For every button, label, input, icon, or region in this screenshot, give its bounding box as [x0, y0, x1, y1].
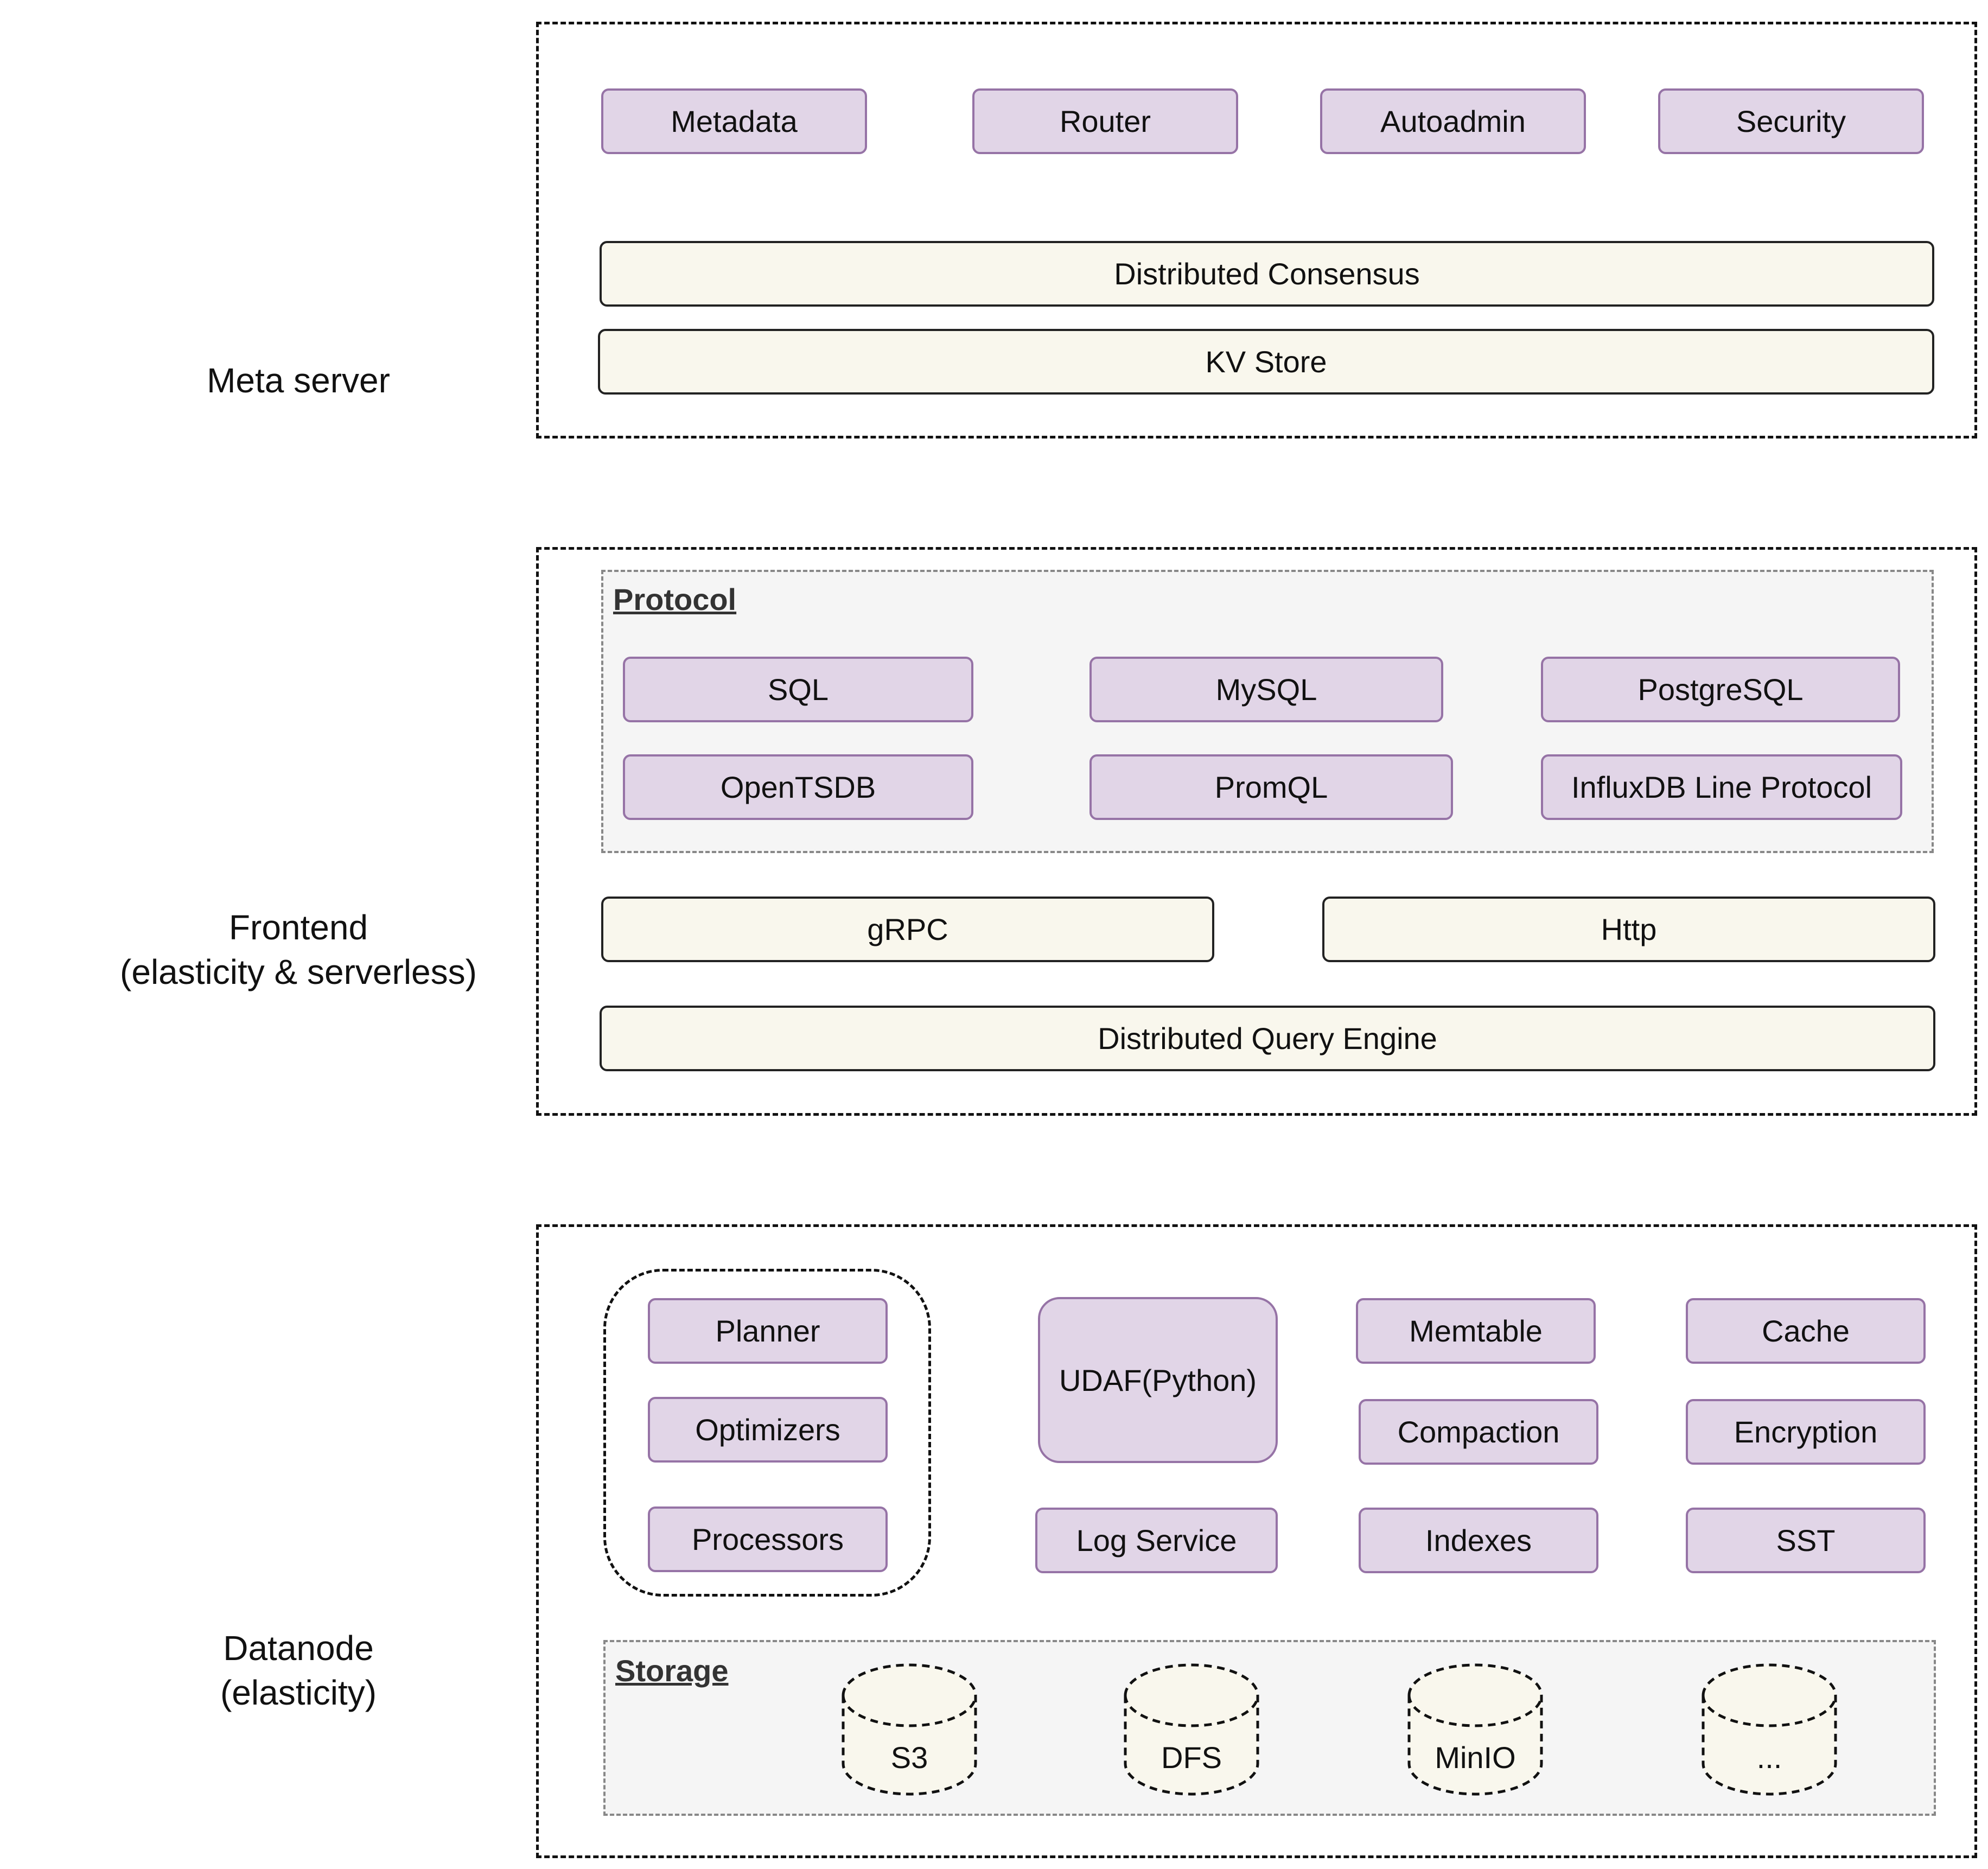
mysql-protocol: MySQL [1089, 657, 1443, 722]
meta-server-label-text: Meta server [207, 361, 390, 400]
metadata-component: Metadata [601, 88, 867, 154]
meta-server-label: Meta server [76, 358, 521, 403]
dfs-storage-label: DFS [1161, 1740, 1222, 1775]
http-layer: Http [1322, 897, 1935, 962]
autoadmin-component: Autoadmin [1320, 88, 1586, 154]
datanode-label: Datanode (elasticity) [76, 1626, 521, 1715]
memtable-component: Memtable [1356, 1298, 1596, 1364]
opentsdb-protocol: OpenTSDB [623, 754, 973, 820]
protocol-group-title: Protocol [613, 582, 737, 616]
query-execution-group [603, 1269, 931, 1597]
distributed-query-engine-layer: Distributed Query Engine [600, 1006, 1935, 1071]
optimizers-component: Optimizers [648, 1397, 888, 1463]
datanode-label-line2: (elasticity) [220, 1673, 377, 1712]
router-component: Router [972, 88, 1238, 154]
log-service-component: Log Service [1035, 1508, 1278, 1573]
grpc-layer: gRPC [601, 897, 1214, 962]
distributed-consensus-layer: Distributed Consensus [600, 241, 1934, 307]
frontend-label-line1: Frontend [228, 908, 368, 947]
s3-storage-label: S3 [890, 1740, 928, 1775]
frontend-label: Frontend (elasticity & serverless) [76, 905, 521, 994]
meta-server-layer [536, 22, 1977, 438]
sql-protocol: SQL [623, 657, 973, 722]
s3-storage-cylinder-icon [842, 1663, 977, 1796]
datanode-label-line1: Datanode [223, 1629, 374, 1668]
frontend-layer [536, 547, 1977, 1116]
compaction-component: Compaction [1359, 1399, 1598, 1465]
promql-protocol: PromQL [1089, 754, 1453, 820]
other-storage-label: ... [1756, 1740, 1782, 1775]
frontend-label-line2: (elasticity & serverless) [120, 952, 477, 991]
security-component: Security [1658, 88, 1924, 154]
influxdb-line-protocol: InfluxDB Line Protocol [1541, 754, 1902, 820]
datanode-layer [536, 1224, 1977, 1858]
minio-storage-cylinder-icon [1407, 1663, 1543, 1796]
indexes-component: Indexes [1359, 1508, 1598, 1573]
planner-component: Planner [648, 1298, 888, 1364]
processors-component: Processors [648, 1506, 888, 1572]
storage-group-title: Storage [615, 1654, 729, 1688]
encryption-component: Encryption [1686, 1399, 1926, 1465]
dfs-storage-cylinder-icon [1124, 1663, 1259, 1796]
sst-component: SST [1686, 1508, 1926, 1573]
udaf-python-component: UDAF(Python) [1038, 1297, 1278, 1463]
kv-store-layer: KV Store [598, 329, 1934, 395]
other-storage-cylinder-icon [1702, 1663, 1837, 1796]
postgresql-protocol: PostgreSQL [1541, 657, 1900, 722]
minio-storage-label: MinIO [1435, 1740, 1516, 1775]
cache-component: Cache [1686, 1298, 1926, 1364]
